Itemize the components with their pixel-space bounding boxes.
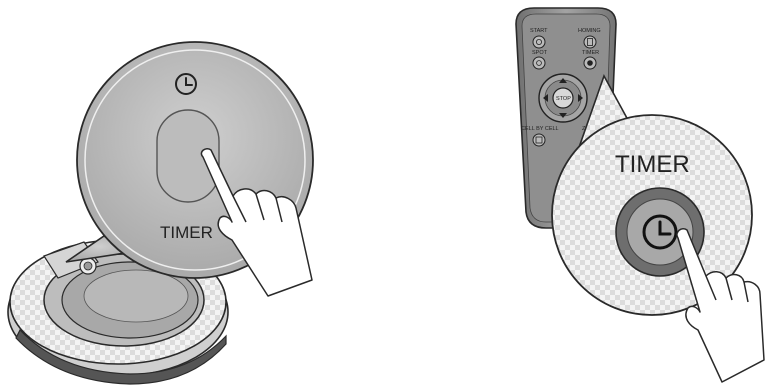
timer-zoom-label: TIMER [615, 151, 690, 178]
homing-button[interactable] [584, 36, 596, 48]
cell-by-cell-button[interactable] [533, 134, 545, 146]
timer-small-button[interactable] [584, 57, 596, 69]
homing-label: HOMING [578, 28, 601, 34]
stop-button[interactable]: STOP [553, 88, 573, 108]
cell-by-cell-label: CELL BY CELL [521, 126, 559, 132]
timer-label: TIMER [160, 223, 213, 242]
spot-label: SPOT [532, 50, 548, 56]
spot-button[interactable] [533, 57, 545, 69]
svg-text:STOP: STOP [556, 96, 571, 102]
start-button[interactable] [533, 36, 545, 48]
timer-small-label: TIMER [582, 50, 599, 56]
start-label: START [530, 28, 548, 34]
